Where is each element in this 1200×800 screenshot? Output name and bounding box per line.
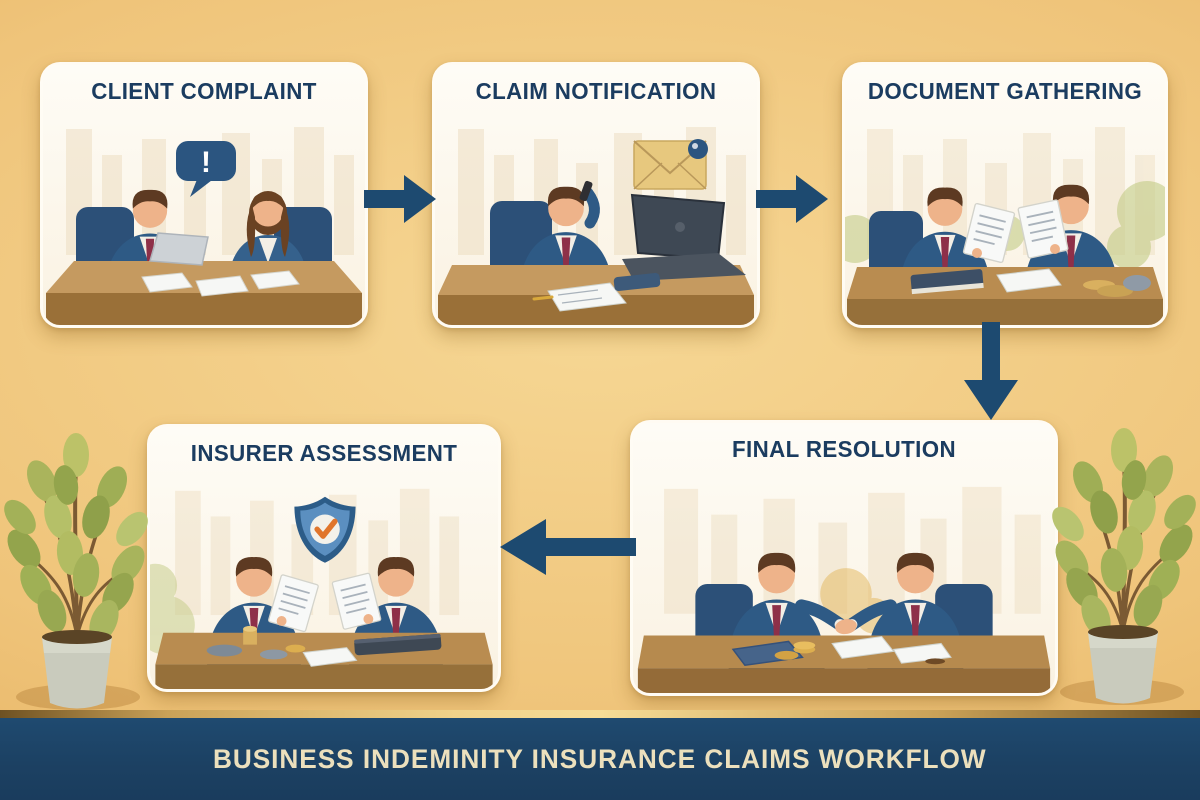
flow-arrow-resolution-to-assessment (500, 519, 636, 575)
step-title-insurer-assessment: INSURER ASSESSMENT (190, 440, 458, 466)
closed-laptop-icon (354, 633, 442, 656)
step-title-client-complaint: CLIENT COMPLAINT (91, 78, 317, 104)
banner: BUSINESS INDEMINITY INSURANCE CLAIMS WOR… (0, 718, 1200, 800)
shield-checkmark-icon (294, 496, 356, 563)
claim-notification-illustration (438, 127, 754, 325)
step-panel-insurer-assessment: INSURER ASSESSMENT (147, 424, 501, 692)
client-complaint-illustration: ! (46, 127, 362, 325)
svg-text:!: ! (201, 146, 211, 179)
potted-plant-right (1048, 426, 1200, 707)
email-envelope-icon (633, 139, 708, 190)
step-title-final-resolution: FINAL RESOLUTION (732, 436, 956, 462)
step-panel-client-complaint: CLIENT COMPLAINT ! (40, 62, 368, 328)
final-resolution-illustration (637, 486, 1051, 693)
book-icon (910, 269, 984, 295)
step-title-claim-notification: CLAIM NOTIFICATION (475, 78, 717, 104)
insurer-assessment-illustration (150, 488, 493, 689)
flow-arrow-step2-to-step3 (756, 175, 828, 223)
banner-title: BUSINESS INDEMINITY INSURANCE CLAIMS WOR… (213, 743, 987, 774)
exclamation-speech-bubble-icon: ! (176, 141, 236, 197)
step-title-document-gathering: DOCUMENT GATHERING (867, 78, 1143, 104)
gold-divider-band (0, 710, 1200, 718)
flow-arrow-step3-down (964, 322, 1018, 420)
document-gathering-illustration (845, 127, 1165, 325)
flow-arrow-step1-to-step2 (364, 175, 436, 223)
step-panel-final-resolution: FINAL RESOLUTION (630, 420, 1058, 696)
step-panel-document-gathering: DOCUMENT GATHERING (842, 62, 1168, 328)
phone-icon (579, 180, 593, 202)
handshake-icon (794, 599, 898, 635)
potted-plant-left (0, 431, 152, 710)
step-panel-claim-notification: CLAIM NOTIFICATION (432, 62, 760, 328)
